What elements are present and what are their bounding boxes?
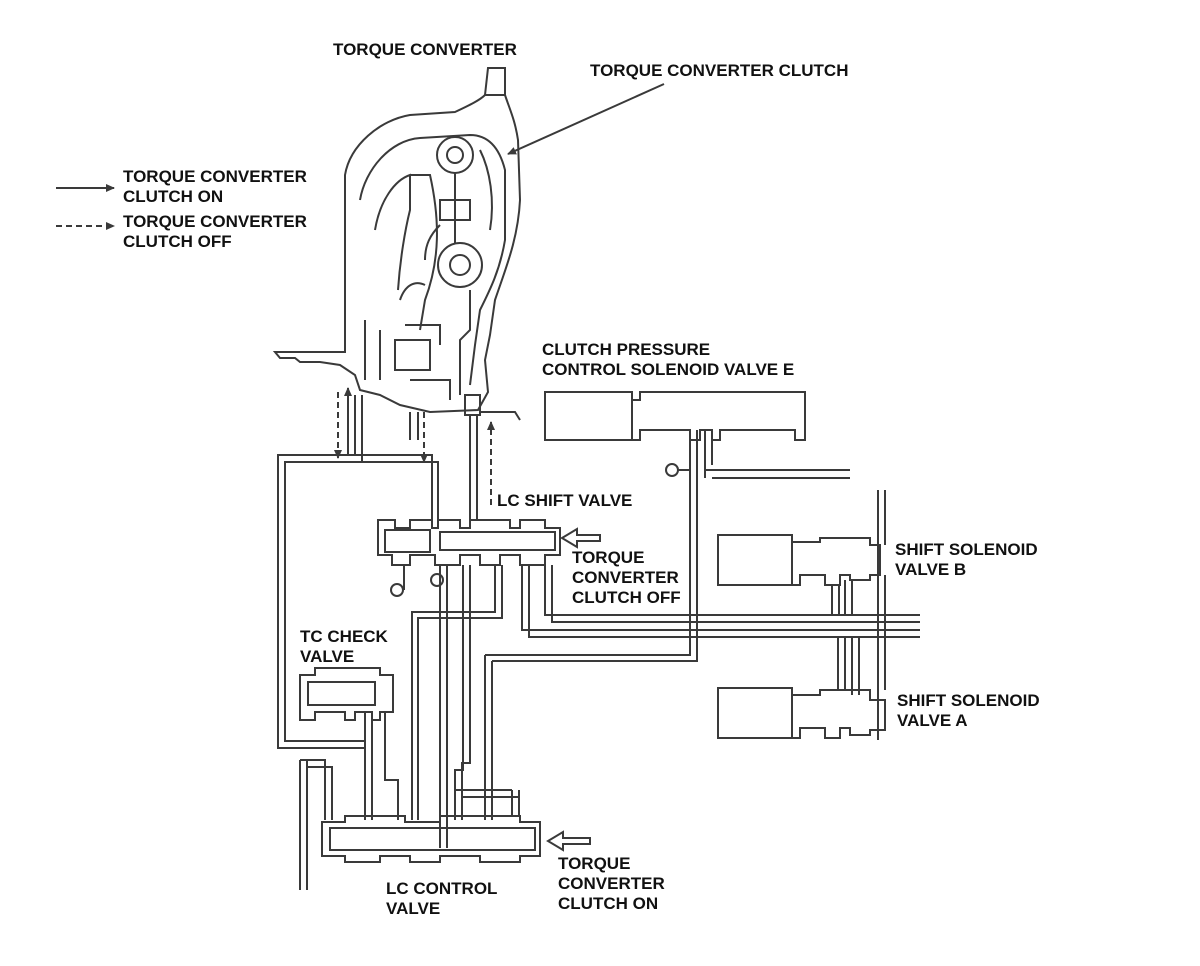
tcc-pointer-arrow (507, 83, 665, 155)
solenoid-valve-b-body (717, 534, 793, 586)
torque-converter-clutch-label: TORQUE CONVERTER CLUTCH (590, 61, 849, 80)
tcc-off-input-arrow (560, 527, 601, 549)
torque-converter-housing (272, 94, 522, 414)
clutch-pressure-solenoid-e-label: CLUTCH PRESSURE CONTROL SOLENOID VALVE E (542, 340, 795, 379)
lc-control-valve-label: LC CONTROL VALVE (386, 879, 498, 918)
solenoid-valve-e-body (544, 391, 633, 441)
tcc-on-input-arrow (546, 830, 591, 852)
tcc-off-label: TORQUE CONVERTER CLUTCH OFF (572, 548, 681, 607)
legend-clutch-off-label: TORQUE CONVERTER CLUTCH OFF (123, 212, 307, 251)
lc-control-valve-body (321, 815, 541, 863)
shift-solenoid-a-label: SHIFT SOLENOID VALVE A (897, 691, 1040, 730)
lc-shift-valve-label: LC SHIFT VALVE (497, 491, 633, 510)
shift-solenoid-b-label: SHIFT SOLENOID VALVE B (895, 540, 1038, 579)
tc-check-valve-label: TC CHECK VALVE (300, 627, 388, 666)
lc-shift-valve-body (377, 519, 561, 566)
legend-clutch-on-label: TORQUE CONVERTER CLUTCH ON (123, 167, 307, 206)
torque-converter-label: TORQUE CONVERTER (333, 40, 517, 59)
tc-check-valve-body (299, 667, 394, 721)
tcc-on-label: TORQUE CONVERTER CLUTCH ON (558, 854, 665, 913)
solenoid-valve-a-body (717, 687, 793, 739)
